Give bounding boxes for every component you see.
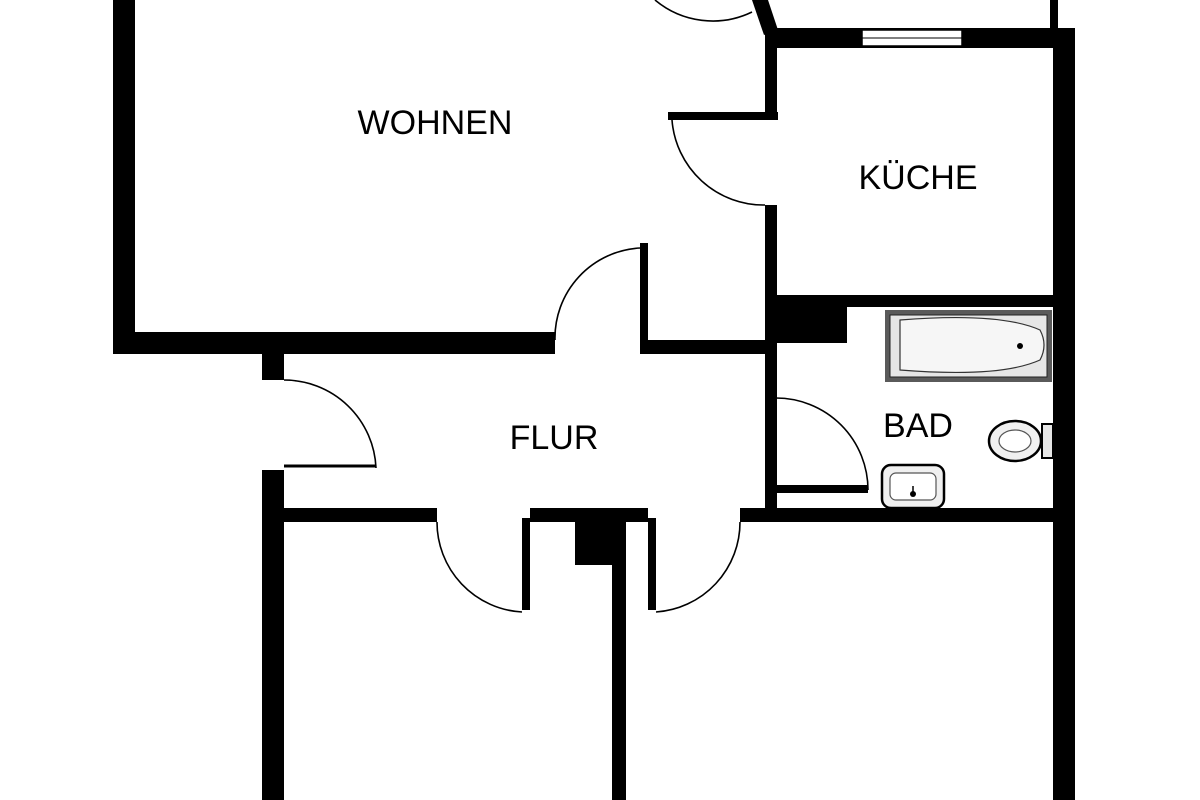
left-door-arc [283, 379, 377, 469]
bath-door-arc [775, 397, 869, 491]
toilet-icon [987, 419, 1054, 463]
lower-right-door-arc [655, 521, 741, 613]
entry-door-arc [654, 0, 753, 22]
washbasin-icon [880, 463, 946, 510]
bathtub-icon [885, 310, 1052, 382]
room-label-wohnen: WOHNEN [358, 104, 513, 142]
living-door-arc [554, 247, 641, 341]
doors [283, 0, 869, 613]
room-label-bad: BAD [883, 407, 953, 445]
room-label-flur: FLUR [510, 419, 599, 457]
room-label-kueche: KÜCHE [858, 159, 977, 197]
kitchen-window [861, 29, 963, 47]
kitchen-door-arc [671, 119, 766, 206]
walls [113, 0, 1075, 800]
lower-left-door-arc [436, 521, 523, 613]
